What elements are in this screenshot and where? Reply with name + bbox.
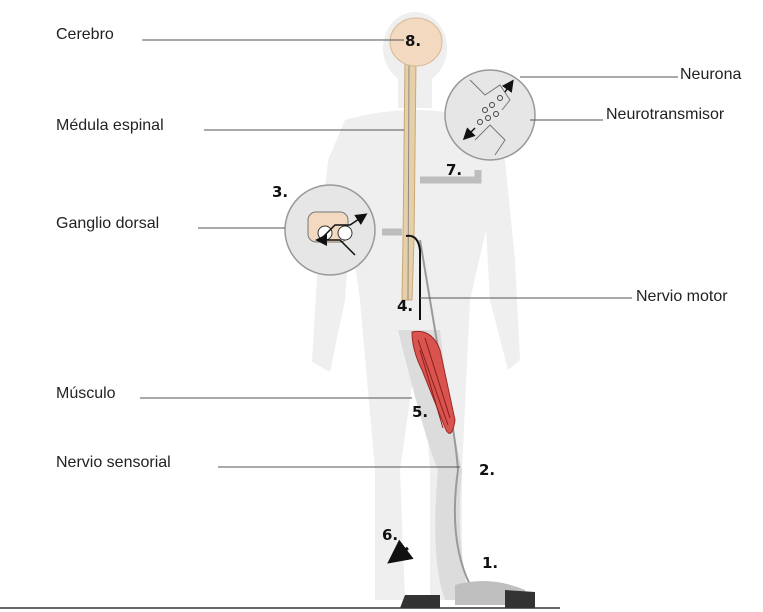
step-3: 3. — [272, 184, 288, 200]
step-5: 5. — [412, 404, 428, 420]
step-8: 8. — [405, 33, 421, 49]
step-7: 7. — [446, 162, 462, 178]
step-1: 1. — [482, 555, 498, 571]
label-ganglio-dorsal: Ganglio dorsal — [56, 215, 159, 233]
label-medula-espinal: Médula espinal — [56, 117, 164, 135]
step-6: 6. — [382, 527, 398, 543]
label-neurotransmisor: Neurotransmisor — [606, 106, 724, 124]
label-neurona: Neurona — [680, 66, 741, 84]
neuron-inset — [445, 70, 535, 160]
label-musculo: Músculo — [56, 385, 116, 403]
ganglion-inset — [285, 185, 375, 275]
label-nervio-motor: Nervio motor — [636, 288, 728, 306]
label-nervio-sensorial: Nervio sensorial — [56, 454, 171, 472]
label-cerebro: Cerebro — [56, 26, 114, 44]
step-2: 2. — [479, 462, 495, 478]
step-4: 4. — [397, 298, 413, 314]
